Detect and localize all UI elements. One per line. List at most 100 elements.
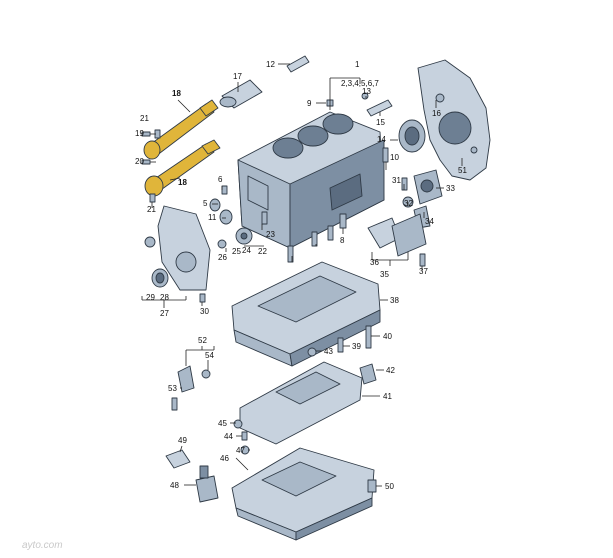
- seal-part-28: [151, 268, 169, 288]
- dowel-pin-part: [286, 55, 310, 73]
- bolt-part-37: [419, 253, 426, 267]
- callout-8: 8: [340, 236, 345, 245]
- callout-35: 35: [380, 270, 389, 279]
- callout-22: 22: [258, 247, 267, 256]
- bolt-part-2: [287, 245, 294, 263]
- callout-50: 50: [385, 482, 394, 491]
- lower-oil-pan-part: [231, 447, 375, 541]
- callout-40: 40: [383, 332, 392, 341]
- crank-seal-part: [398, 119, 426, 153]
- callout-42: 42: [386, 366, 395, 375]
- callout-18-upper: 18: [172, 89, 181, 98]
- callout-45: 45: [218, 419, 227, 428]
- bolt-part-21-lower: [149, 193, 156, 203]
- callout-10: 10: [390, 153, 399, 162]
- plug-part-29: [144, 236, 156, 248]
- timing-cover-part: [157, 205, 211, 291]
- callout-54: 54: [205, 351, 214, 360]
- cylinder-block-part: [237, 111, 385, 249]
- callout-21-upper: 21: [140, 114, 149, 123]
- oil-pickup-part: [359, 363, 377, 385]
- callout-43: 43: [324, 347, 333, 356]
- callout-32: 32: [404, 199, 413, 208]
- balance-shaft-lower-part: [144, 139, 221, 197]
- callout-48: 48: [170, 481, 179, 490]
- callout-47: 47: [236, 446, 245, 455]
- callout-23: 23: [266, 230, 275, 239]
- bolt-part-4: [327, 225, 334, 241]
- callout-31: 31: [392, 176, 401, 185]
- callout-11: 11: [208, 213, 217, 222]
- callout-13: 13: [362, 87, 371, 96]
- bolt-part-40: [365, 325, 372, 349]
- callout-51: 51: [458, 166, 467, 175]
- callout-41: 41: [383, 392, 392, 401]
- callout-labels: 1 2,3,4,5,6,7 12 17 9 13 15 16 14 51 10 …: [135, 60, 467, 491]
- bolt-part-3: [311, 231, 318, 247]
- callout-15: 15: [376, 118, 385, 127]
- bolt-part-53: [171, 397, 178, 411]
- washer-part-43: [307, 347, 317, 357]
- callout-19: 19: [135, 129, 144, 138]
- intermediate-gear-part: [235, 227, 253, 245]
- callout-36: 36: [370, 258, 379, 267]
- callout-33: 33: [446, 184, 455, 193]
- sleeve-part: [219, 79, 263, 109]
- washer-part-26: [217, 239, 227, 249]
- oil-cooler-part: [367, 213, 427, 257]
- callout-2-7: 2,3,4,5,6,7: [341, 79, 379, 88]
- callout-21-lower: 21: [147, 205, 156, 214]
- callout-24: 24: [242, 246, 251, 255]
- callout-6: 6: [218, 175, 223, 184]
- bolt-part-23: [261, 211, 268, 225]
- ring-part-54: [201, 369, 211, 379]
- callout-46: 46: [220, 454, 229, 463]
- baffle-plate-part: [239, 361, 363, 445]
- watermark: ayto.com: [22, 540, 63, 551]
- seal-part-5: [209, 198, 221, 212]
- gasket-part-49: [165, 449, 191, 469]
- callout-30: 30: [200, 307, 209, 316]
- balance-shaft-upper-part: [143, 99, 219, 160]
- callout-52: 52: [198, 336, 207, 345]
- bolt-part-10: [382, 147, 389, 163]
- bolt-part-30: [199, 293, 206, 303]
- plug-part-44: [241, 431, 248, 441]
- sensor-part: [339, 213, 347, 229]
- callout-1: 1: [355, 60, 360, 69]
- callout-25: 25: [232, 247, 241, 256]
- callout-28: 28: [160, 293, 169, 302]
- leader-lines: [141, 63, 463, 487]
- callout-17: 17: [233, 72, 242, 81]
- dowel-part-6: [221, 185, 228, 195]
- callout-26: 26: [218, 253, 227, 262]
- callout-44: 44: [224, 432, 233, 441]
- plug-part-13: [361, 92, 369, 100]
- callout-27: 27: [160, 309, 169, 318]
- callout-34: 34: [425, 217, 434, 226]
- oil-level-sensor-part: [195, 465, 219, 503]
- callout-53: 53: [168, 384, 177, 393]
- sensor-part-52: [177, 365, 195, 393]
- callout-14: 14: [377, 135, 386, 144]
- plug-part-45: [233, 419, 243, 429]
- callout-29: 29: [146, 293, 155, 302]
- bolt-part-31: [401, 177, 408, 191]
- callout-49: 49: [178, 436, 187, 445]
- callout-5: 5: [203, 199, 208, 208]
- callout-20: 20: [135, 157, 144, 166]
- callout-18-lower: 18: [178, 178, 187, 187]
- filter-housing-part: [413, 169, 443, 205]
- callout-39: 39: [352, 342, 361, 351]
- callout-16: 16: [432, 109, 441, 118]
- rear-plate-part: [417, 59, 491, 181]
- callout-38: 38: [390, 296, 399, 305]
- callout-37: 37: [419, 267, 428, 276]
- drain-plug-part: [367, 479, 377, 493]
- callout-12: 12: [266, 60, 275, 69]
- seal-part-11: [219, 209, 233, 225]
- plate-part-15: [366, 99, 393, 117]
- callout-9: 9: [307, 99, 312, 108]
- bolt-part-39: [337, 337, 344, 353]
